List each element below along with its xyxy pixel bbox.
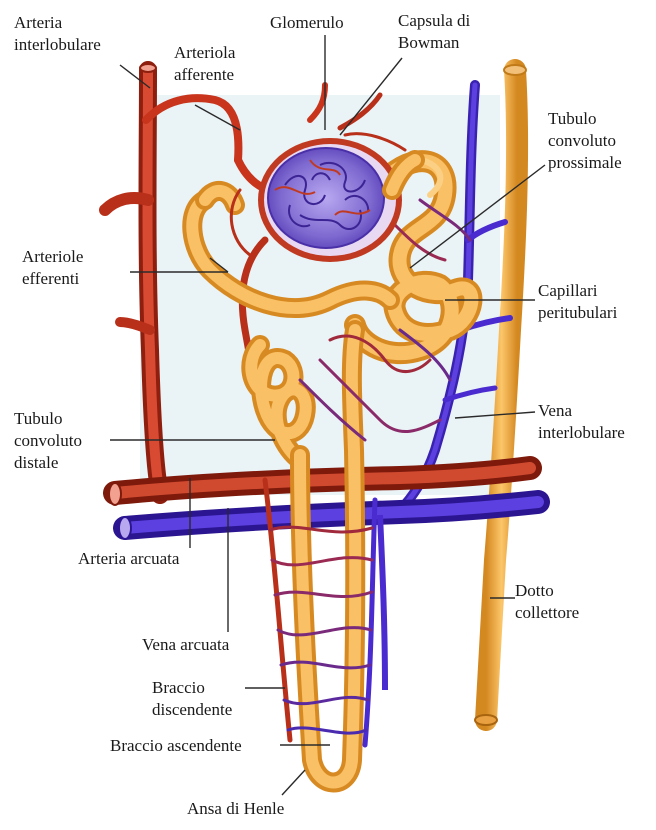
label-capillari-peritubulari: Capillari peritubulari — [538, 280, 617, 324]
label-vena-arcuata: Vena arcuata — [142, 634, 229, 656]
glomerulus — [268, 148, 384, 248]
interlobular-artery-opening — [140, 64, 156, 72]
label-dotto-collettore: Dotto collettore — [515, 580, 579, 624]
collecting-duct-top-opening — [504, 65, 526, 75]
label-vena-interlobulare: Vena interlobulare — [538, 400, 625, 444]
collecting-duct-bottom-opening — [475, 715, 497, 725]
label-tubulo-distale: Tubulo convoluto distale — [14, 408, 82, 474]
label-capsula-bowman: Capsula di Bowman — [398, 10, 470, 54]
label-arteriola-afferente: Arteriola afferente — [174, 42, 235, 86]
label-arteriole-efferenti: Arteriole efferenti — [22, 246, 83, 290]
label-braccio-ascendente: Braccio ascendente — [110, 735, 242, 757]
label-arteria-arcuata: Arteria arcuata — [78, 548, 179, 570]
label-ansa-henle: Ansa di Henle — [187, 798, 284, 820]
label-arteria-interlobulare: Arteria interlobulare — [14, 12, 101, 56]
label-braccio-discendente: Braccio discendente — [152, 677, 232, 721]
label-glomerulo: Glomerulo — [270, 12, 344, 34]
label-tubulo-prossimale: Tubulo convoluto prossimale — [548, 108, 622, 174]
